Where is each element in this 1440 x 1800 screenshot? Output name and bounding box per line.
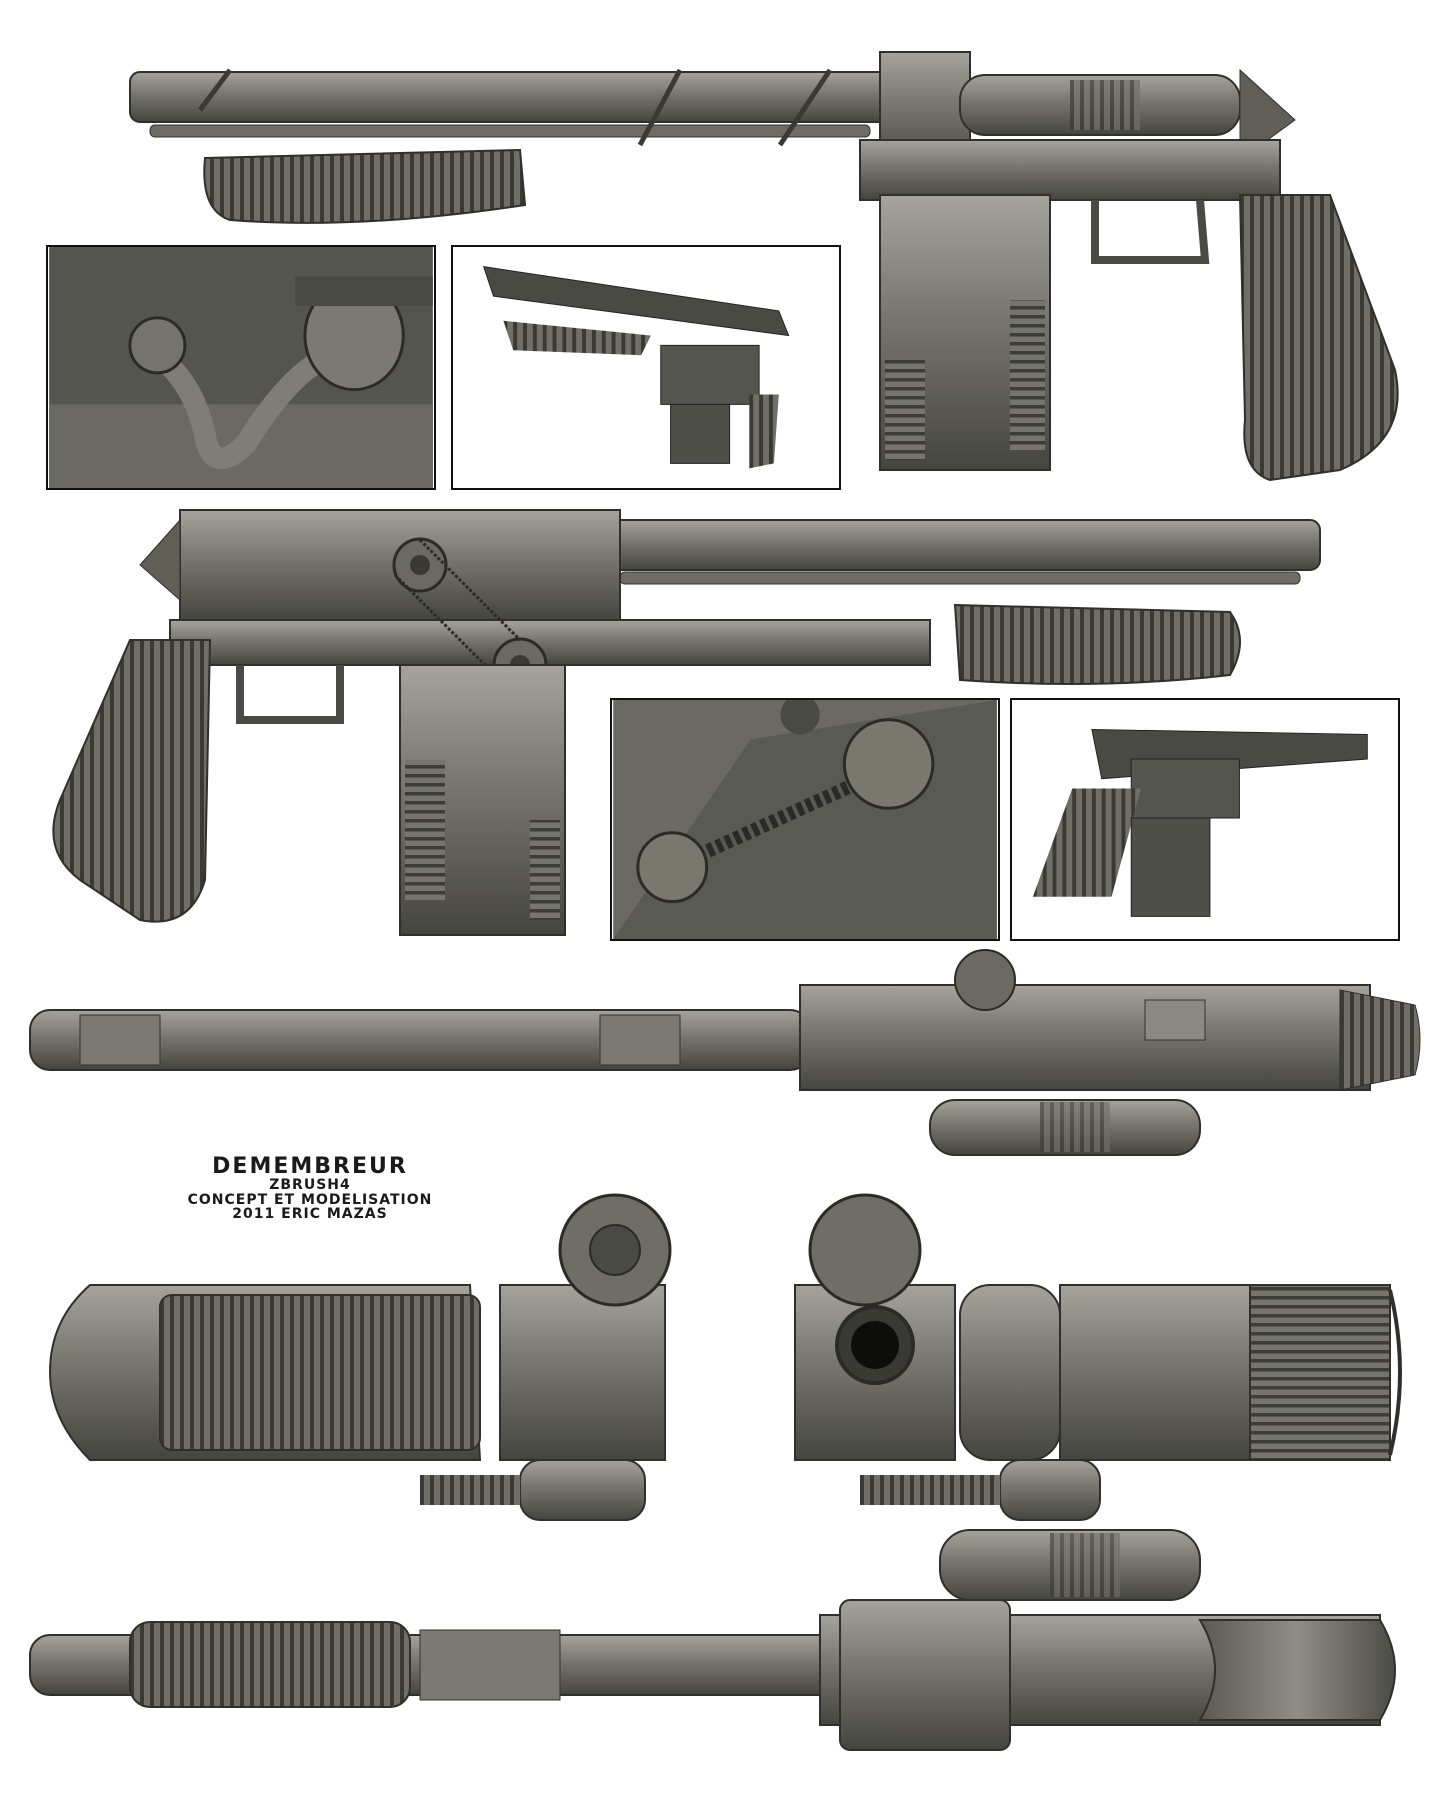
role-label: CONCEPT ET MODELISATION	[187, 1191, 433, 1208]
inset-hose-closeup	[46, 245, 436, 490]
front-view	[794, 1193, 1402, 1521]
rear-view	[48, 1193, 672, 1521]
inset-perspective-1	[451, 245, 841, 490]
author-label: 2011 ERIC MAZAS	[232, 1206, 388, 1223]
inset-perspective-2	[1010, 698, 1400, 941]
top-view	[29, 949, 1421, 1156]
inset-chain-closeup	[610, 698, 1000, 941]
model-title: DEMEMBREUR	[212, 1154, 408, 1179]
credits-block: DEMEMBREUR ZBRUSH4 CONCEPT ET MODELISATI…	[150, 1155, 470, 1222]
software-label: ZBRUSH4	[269, 1177, 351, 1194]
side-view-left	[52, 509, 1321, 936]
bottom-view	[29, 1529, 1396, 1751]
side-view-right	[129, 51, 1399, 482]
